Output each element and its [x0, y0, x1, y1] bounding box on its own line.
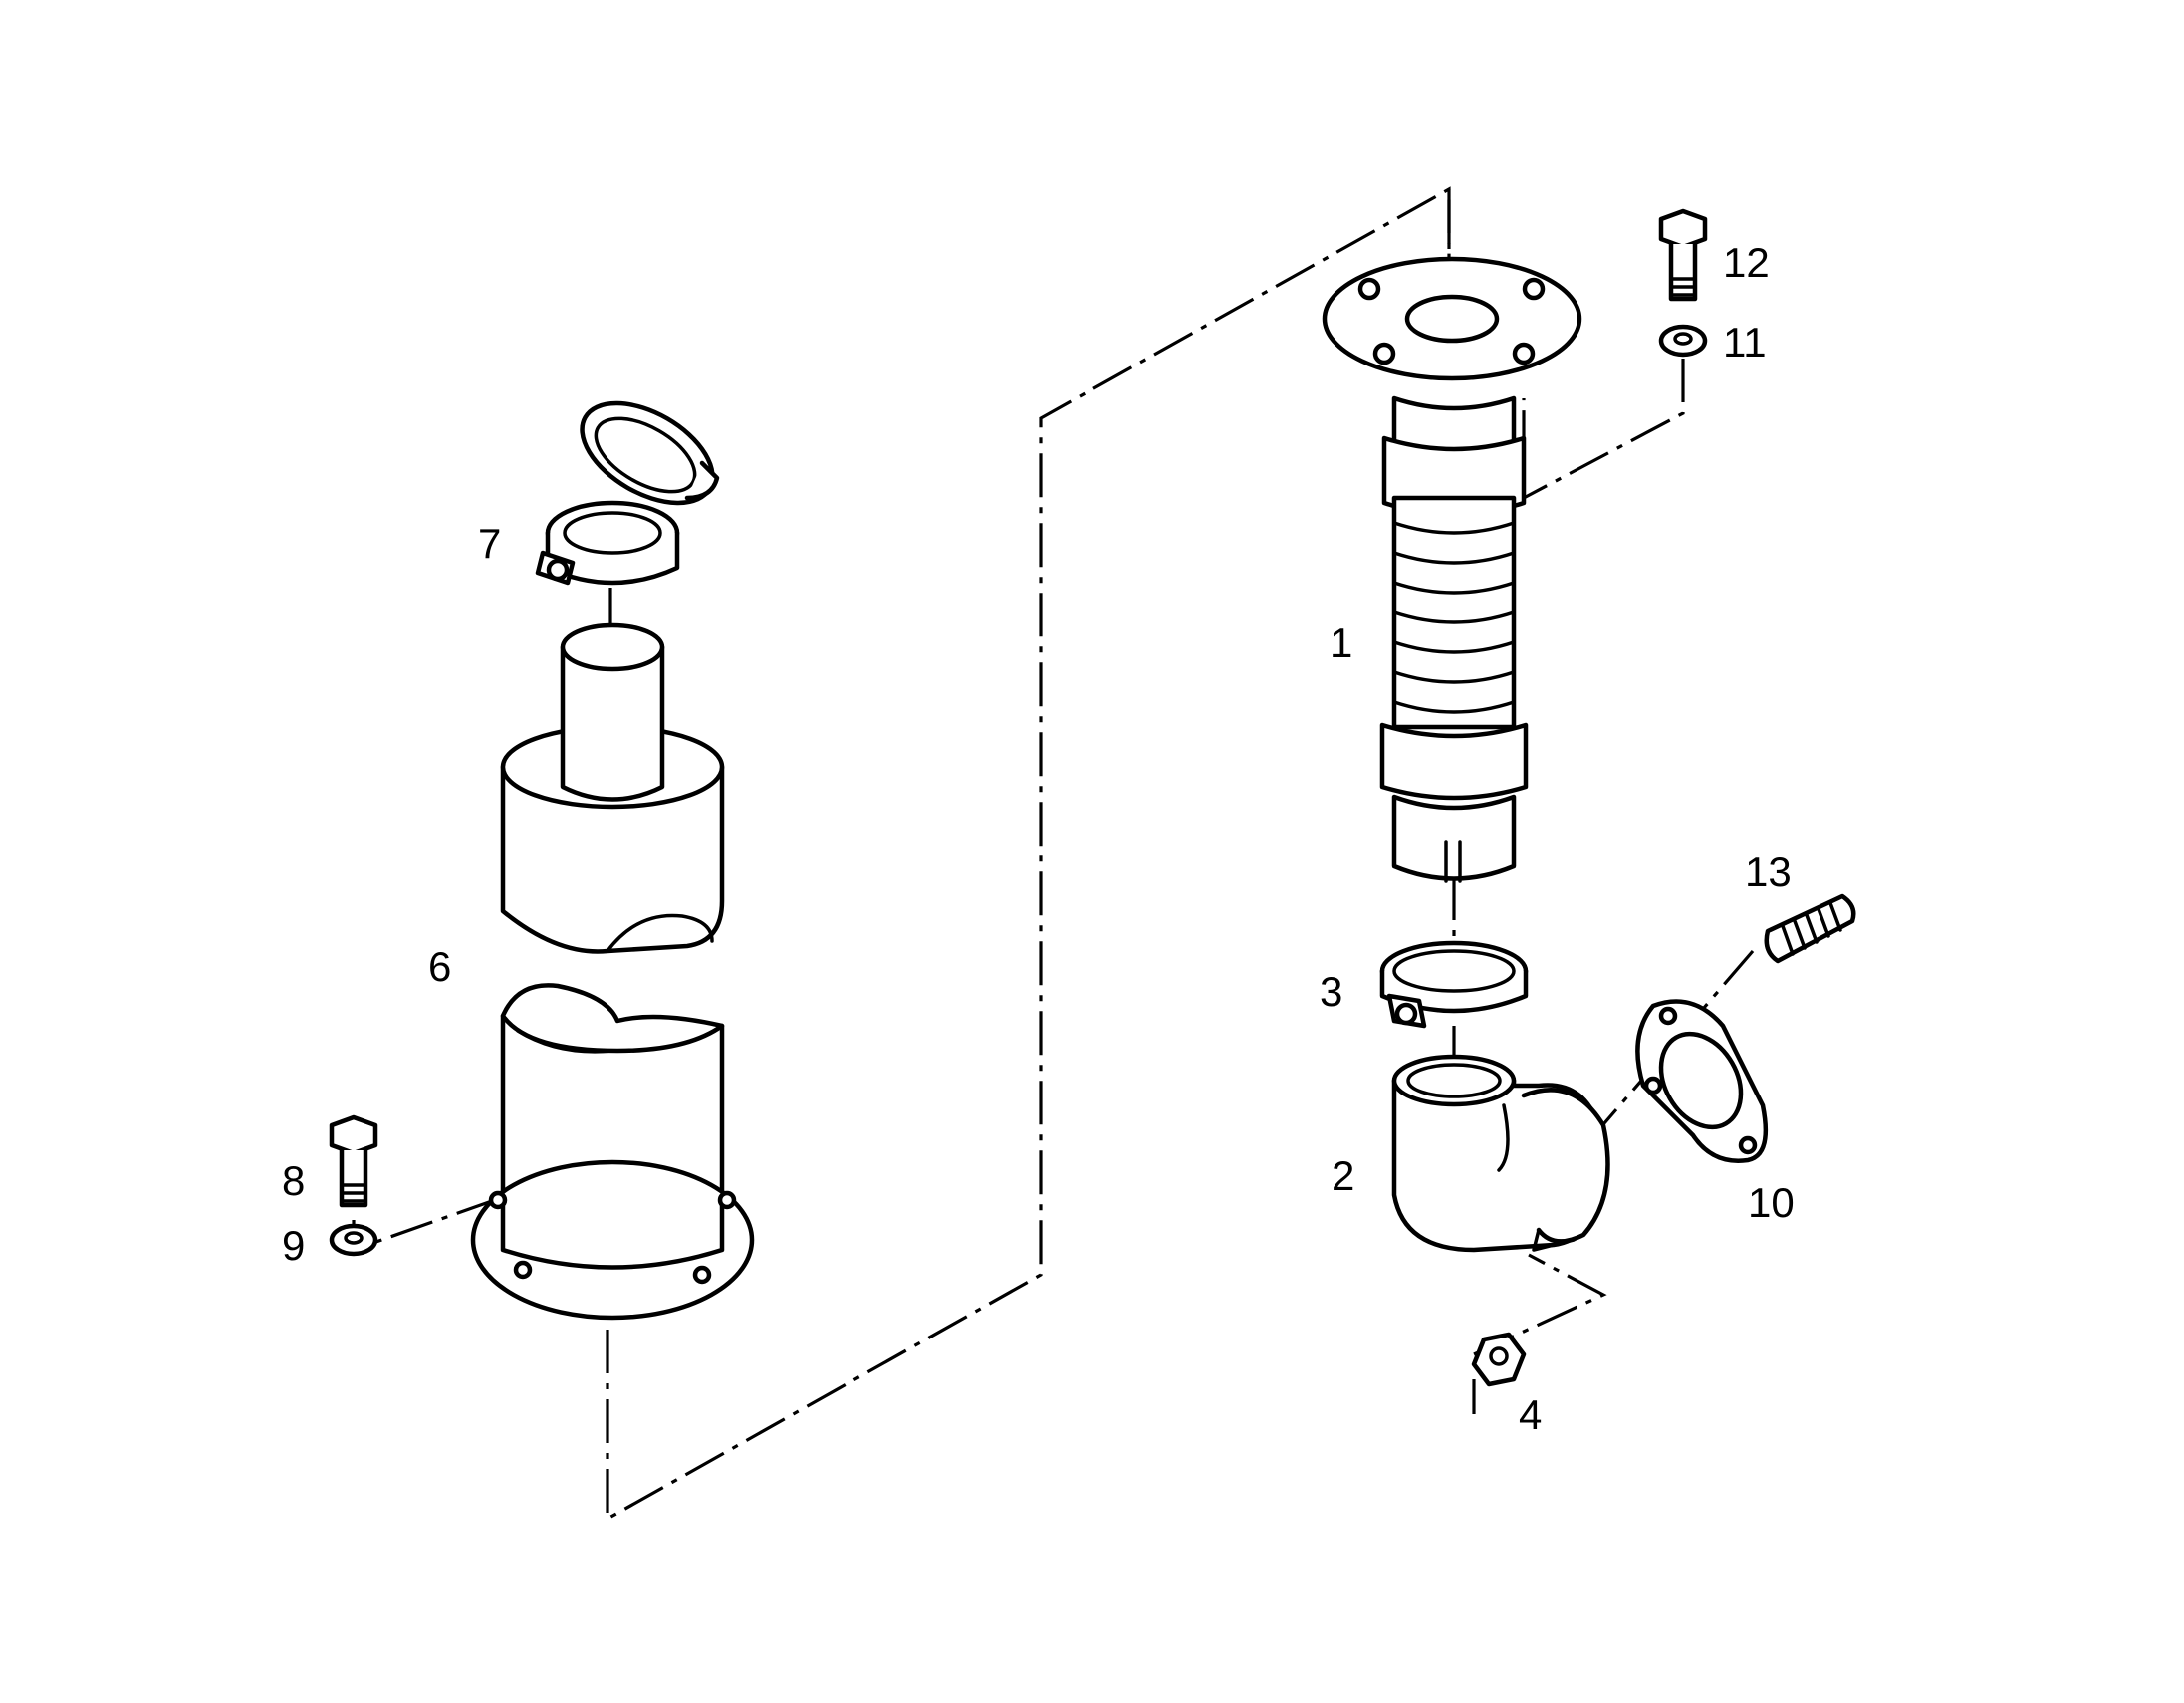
gasket-bore — [1658, 1031, 1744, 1130]
stud-threads — [1781, 901, 1842, 956]
washer-9-ring — [329, 1223, 378, 1257]
callout-2: 2 — [1332, 1152, 1354, 1199]
callout-4: 4 — [1519, 1391, 1542, 1438]
elbow-inlet-bore — [1406, 1063, 1502, 1098]
callout-1: 1 — [1330, 619, 1352, 666]
stud-13-leader — [1596, 949, 1755, 1132]
silencer-base-hole-2 — [717, 1190, 737, 1210]
silencer-base-hole-1 — [488, 1190, 508, 1210]
flange-hole-1 — [1357, 277, 1381, 301]
hex-nut-part — [1471, 1332, 1527, 1387]
flexible-exhaust-pipe-part — [1322, 256, 1582, 883]
callout-13: 13 — [1745, 849, 1792, 895]
bolt-12-part — [1658, 208, 1708, 302]
callouts: 1 2 3 4 6 7 8 9 10 11 12 13 — [282, 239, 1795, 1438]
silencer-lower-top — [500, 983, 725, 1054]
rain-cap-lid-inner — [594, 416, 697, 494]
callout-3: 3 — [1320, 968, 1342, 1015]
pipe-clamp-part — [1379, 940, 1529, 1029]
clamp-bolt-head — [1394, 1002, 1418, 1026]
gasket-hole-2 — [1738, 1135, 1758, 1155]
nut-body — [1471, 1332, 1527, 1387]
nut-bore — [1489, 1346, 1509, 1366]
main-assembly-leader — [606, 186, 1451, 1522]
pipe-bellows — [1391, 495, 1517, 730]
rain-cap-bore — [563, 511, 662, 555]
bolt-8-shank — [339, 1147, 368, 1208]
bolt-12-leader — [1522, 359, 1685, 501]
elbow-flange-detail — [1497, 1103, 1576, 1252]
gasket-flange-part — [1635, 999, 1769, 1163]
bolt-8-threads — [340, 1183, 367, 1203]
silencer-lower-cut — [516, 1029, 614, 1054]
silencer-base-hole-4 — [692, 1265, 712, 1285]
bolt-12-shank — [1668, 241, 1698, 302]
bolt-8-head — [329, 1114, 378, 1156]
callout-7: 7 — [478, 520, 501, 567]
washer-11-ring — [1658, 324, 1708, 358]
clamp-inner — [1392, 949, 1516, 993]
flange-hole-4 — [1512, 342, 1536, 365]
silencer-base-wall — [500, 1202, 725, 1270]
threaded-stud-part — [1764, 893, 1856, 964]
silencer-upper-outlet — [606, 913, 714, 953]
bellows-ribs — [1392, 521, 1516, 714]
rain-cap-part — [535, 400, 720, 586]
silencer-neck — [560, 644, 665, 802]
silencer-part — [470, 622, 755, 1321]
gasket-hole-1 — [1658, 1006, 1678, 1026]
washer-9-part — [329, 1223, 378, 1257]
bolt-12-head — [1658, 208, 1708, 250]
rain-cap-bolt — [546, 558, 570, 582]
callout-12: 12 — [1723, 239, 1770, 286]
callout-9: 9 — [282, 1222, 305, 1269]
pipe-lower-collar — [1379, 722, 1529, 801]
callout-10: 10 — [1748, 1179, 1795, 1226]
exhaust-elbow-part — [1391, 1054, 1610, 1253]
washer-11-part — [1658, 324, 1708, 358]
bolt-12-threads — [1669, 277, 1697, 297]
flange-bore — [1404, 294, 1500, 344]
callout-11: 11 — [1723, 319, 1767, 365]
silencer-base-hole-3 — [513, 1260, 533, 1280]
callout-8: 8 — [282, 1157, 305, 1204]
callout-6: 6 — [428, 943, 451, 990]
gasket-hole-3 — [1643, 1076, 1663, 1095]
pipe-lower-tube — [1391, 794, 1517, 881]
washer-11-hole — [1673, 332, 1693, 346]
tube-slot — [1444, 840, 1462, 883]
flange-hole-3 — [1372, 342, 1396, 365]
rain-cap-lid — [580, 400, 715, 506]
nut-4-leader — [1473, 1253, 1607, 1356]
rain-cap-hinge — [684, 460, 720, 501]
washer-9-hole — [344, 1231, 364, 1245]
silencer-neck-top — [560, 622, 665, 672]
flange-hole-2 — [1522, 277, 1546, 301]
bolt-8-part — [329, 1114, 378, 1208]
